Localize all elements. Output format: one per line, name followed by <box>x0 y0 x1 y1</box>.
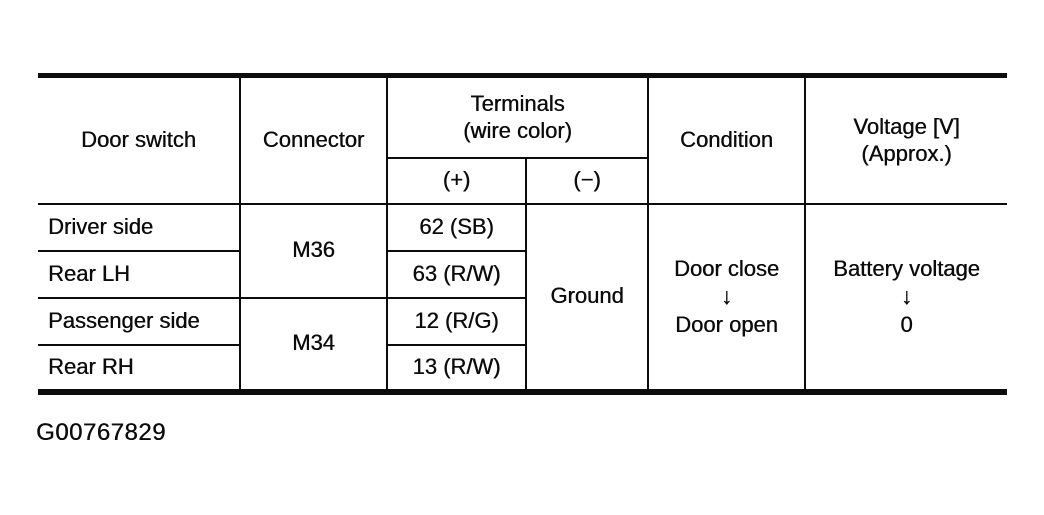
door-switch-cell-driver-side: Driver side <box>38 202 241 252</box>
door-switch-cell-rear-rh: Rear RH <box>38 343 241 393</box>
terminal-plus-cell-driver-side: 62 (SB) <box>386 202 527 252</box>
condition-cell: Door close ↓ Door open <box>647 202 807 393</box>
col-header-terminal-minus: (−) <box>524 156 650 205</box>
door-switch-spec-table: Door switch Connector Terminals (wire co… <box>38 73 1008 395</box>
col-header-door-switch: Door switch <box>38 74 241 205</box>
down-arrow-icon: ↓ <box>900 283 913 310</box>
down-arrow-icon: ↓ <box>720 283 733 310</box>
col-header-terminal-plus: (+) <box>386 156 527 205</box>
terminal-plus-cell-rear-rh: 13 (R/W) <box>386 343 527 393</box>
voltage-header-line2: (Approx.) <box>861 141 952 167</box>
door-switch-cell-passenger-side: Passenger side <box>38 296 241 346</box>
door-switch-cell-rear-lh: Rear LH <box>38 249 241 299</box>
condition-line2: Door open <box>675 311 778 337</box>
col-header-connector: Connector <box>239 74 388 205</box>
connector-cell-m34: M34 <box>239 296 388 393</box>
connector-cell-m36: M36 <box>239 202 388 299</box>
terminal-plus-cell-rear-lh: 63 (R/W) <box>386 249 527 299</box>
condition-line1: Door close <box>673 255 780 281</box>
col-header-terminals: Terminals (wire color) <box>385 74 650 159</box>
terminal-plus-cell-passenger-side: 12 (R/G) <box>386 296 527 346</box>
terminals-header-line2: (wire color) <box>463 118 572 144</box>
col-header-condition: Condition <box>647 74 807 205</box>
voltage-line2: 0 <box>900 311 913 337</box>
col-header-voltage: Voltage [V] (Approx.) <box>804 74 1008 205</box>
voltage-header-line1: Voltage [V] <box>853 113 960 139</box>
voltage-cell: Battery voltage ↓ 0 <box>804 202 1008 393</box>
terminals-header-line1: Terminals <box>470 90 565 116</box>
voltage-line1: Battery voltage <box>833 255 980 281</box>
terminal-minus-cell-ground: Ground <box>524 202 650 393</box>
figure-id-label: G00767829 <box>36 419 166 446</box>
